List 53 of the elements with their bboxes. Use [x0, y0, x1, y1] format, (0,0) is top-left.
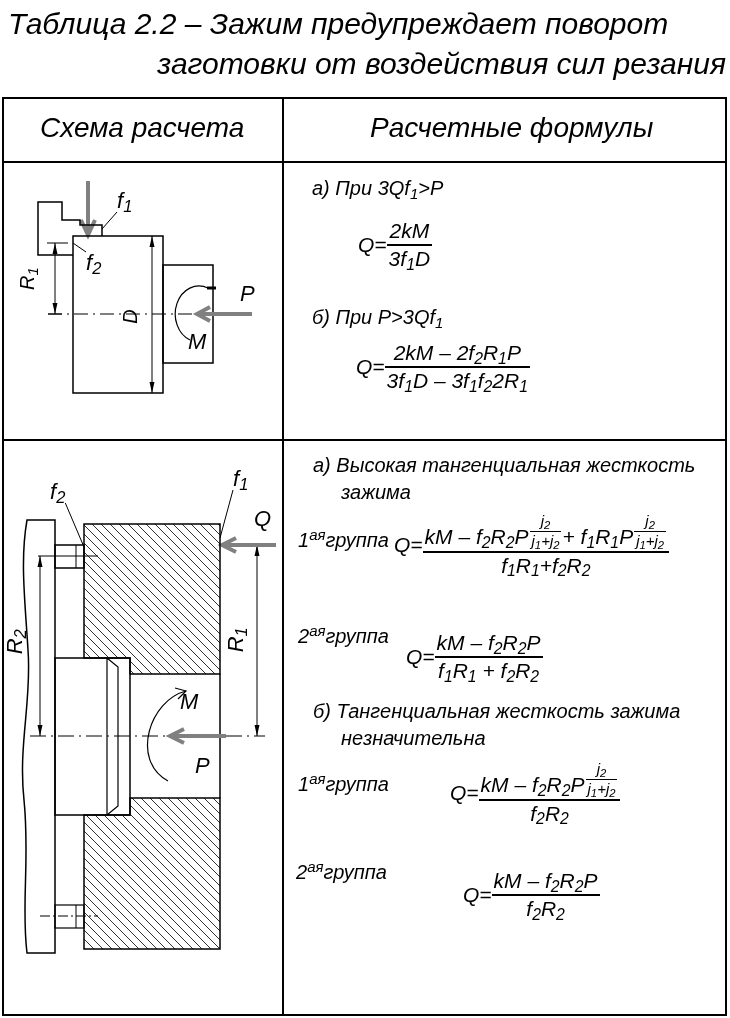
spacer-block — [54, 544, 85, 569]
formula-lhs: Q= — [406, 644, 435, 671]
group-label: 1$^{ая}$группа — [298, 772, 389, 797]
dimension-label: D — [117, 309, 142, 324]
force-label: Q — [254, 505, 272, 533]
formula-denominator: 3f$_{1}$D — [388, 246, 431, 273]
fraction-numerator: j$_{2}$ — [645, 512, 655, 531]
table-title: Таблица 2.2 – Зажим предупреждает поворот заготовки от воздействия сил резания — [8, 6, 726, 82]
leader-line — [72, 242, 87, 253]
condition-text: а) При 3Qf$_{1}$>P — [312, 176, 444, 201]
formula-numerator: 2kM – 2f$_{2}$R$_{1}$P — [393, 340, 521, 367]
fraction-numerator: j$_{2}$ — [540, 512, 551, 531]
fraction-denominator: j$_{1}$+j$_{2}$ — [587, 779, 616, 799]
fraction-denominator: j$_{1}$+j$_{2}$ — [531, 531, 560, 551]
formula-denominator: f$_{1}$R$_{1}$+f$_{2}$R$_{2}$ — [501, 552, 591, 579]
fraction-numerator: j$_{2}$ — [596, 760, 607, 779]
leader-line — [64, 502, 85, 548]
clamp-jaw — [37, 201, 103, 256]
leader-label: f$_{1}$ — [233, 468, 249, 490]
moment-label: M — [180, 688, 199, 716]
formula-denominator: 3f$_{1}$D – 3f$_{1}$f$_{2}$2R$_{1}$ — [386, 368, 528, 395]
force-label: P — [240, 280, 255, 308]
formula-numerator: kM – f$_{2}$R$_{2}$P — [480, 772, 585, 799]
group-label: 2$^{ая}$группа — [298, 624, 389, 649]
column-header: Расчетные формулы — [370, 111, 654, 145]
formula-lhs: Q= — [356, 354, 385, 381]
column-header: Схема расчета — [40, 111, 245, 145]
formula-denominator: f$_{2}$R$_{2}$ — [530, 800, 569, 827]
hatched-workpiece — [83, 523, 221, 675]
condition-text: а) Высокая тангенциальная жесткость зажима — [313, 453, 697, 505]
group-label: 2$^{ая}$группа — [296, 860, 387, 885]
formula-lhs: Q= — [394, 532, 423, 559]
leader-label: f$_{1}$ — [117, 190, 133, 212]
fraction-denominator: j$_{1}$+j$_{2}$ — [636, 531, 665, 551]
formula-numerator: kM – f$_{2}$R$_{2}$P — [436, 630, 541, 657]
moment-label: M — [188, 328, 207, 356]
condition-text: б) При P>3Qf$_{1}$ — [312, 305, 444, 330]
formula-numerator: 2kM — [389, 218, 430, 244]
leader-label: f$_{2}$ — [50, 481, 66, 503]
formula-lhs: Q= — [450, 780, 479, 807]
workpiece-outline — [72, 235, 164, 394]
formula-numerator: kM – f$_{2}$R$_{2}$P — [424, 524, 529, 551]
formula-lhs: Q= — [358, 232, 387, 259]
formula-denominator: f$_{1}$R$_{1}$ + f$_{2}$R$_{2}$ — [438, 658, 540, 685]
group-label: 1$^{ая}$группа — [298, 528, 389, 553]
leader-line — [101, 211, 118, 230]
formula-denominator: f$_{2}$R$_{2}$ — [526, 896, 565, 923]
leader-line — [219, 489, 234, 539]
formula-numerator: + f$_{1}$R$_{1}$P — [562, 524, 634, 551]
formula-lhs: Q= — [463, 882, 492, 909]
condition-text: б) Тангенциальная жесткость зажима незначительна — [313, 699, 682, 751]
formula-numerator: kM – f$_{2}$R$_{2}$P — [493, 868, 598, 895]
force-label: P — [195, 752, 210, 780]
